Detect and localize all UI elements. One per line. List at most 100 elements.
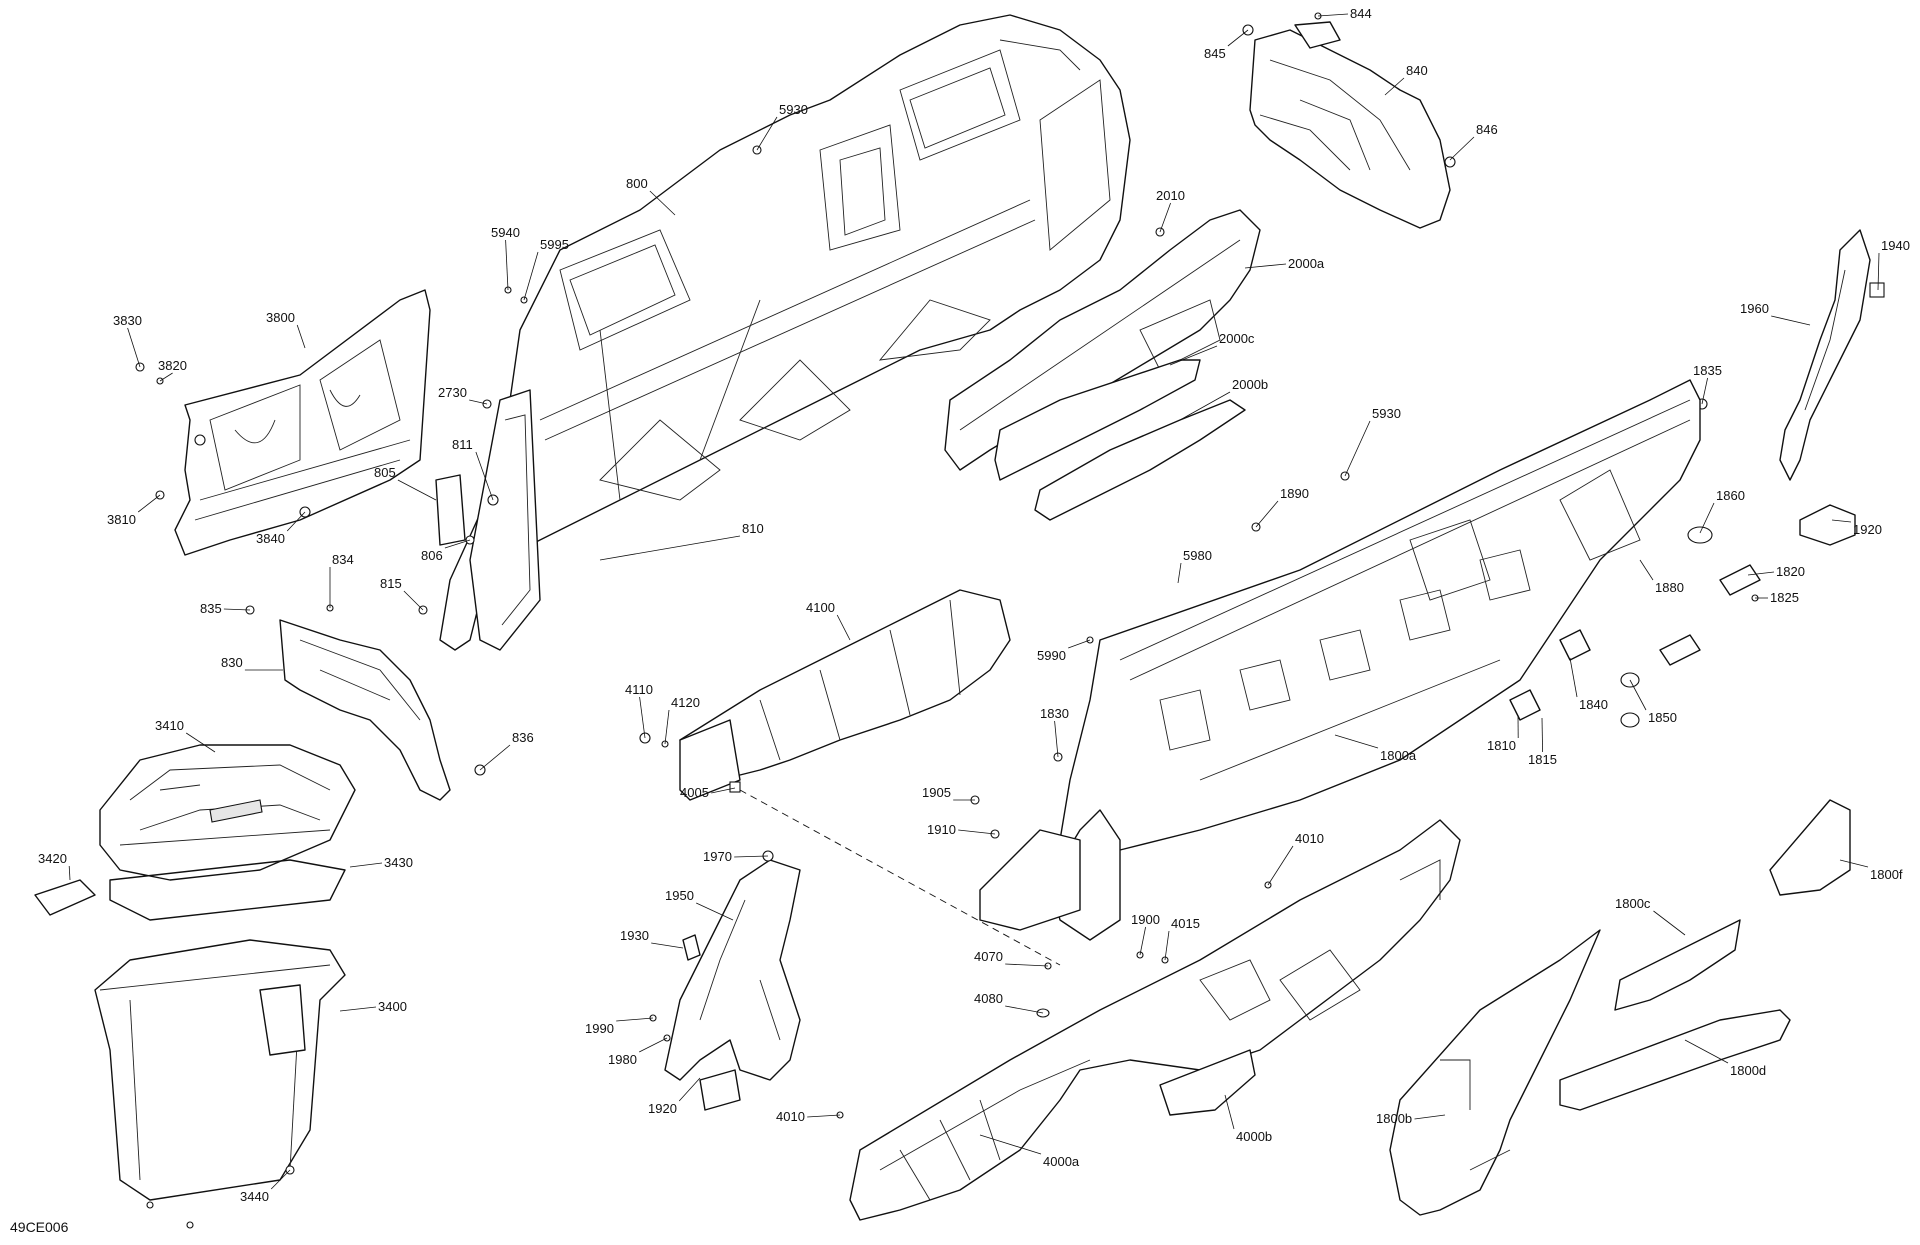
callout-4000b: 4000b — [1224, 1094, 1272, 1144]
leader-line — [1414, 1114, 1446, 1120]
part-3800-cover — [135, 289, 431, 556]
part-4000b — [1159, 1049, 1256, 1116]
leader-line — [1177, 562, 1182, 584]
part-2000-panels — [944, 209, 1261, 521]
callout-label: 1815 — [1528, 752, 1557, 767]
leader-line — [599, 535, 741, 561]
callout-4120: 4120 — [664, 695, 700, 745]
part-4000-lower-assembly — [836, 795, 1461, 1221]
callout-846: 846 — [1449, 122, 1498, 161]
callout-1910: 1910 — [927, 822, 996, 837]
callout-1835: 1835 — [1693, 363, 1722, 405]
callout-845: 845 — [1204, 29, 1249, 61]
leader-line — [734, 855, 769, 858]
callout-1800f: 1800f — [1839, 859, 1903, 882]
leader-line — [1384, 77, 1405, 96]
callout-3440: 3440 — [240, 1169, 291, 1204]
callout-label: 1830 — [1040, 706, 1069, 721]
leader-line — [185, 732, 216, 753]
callout-label: 4100 — [806, 600, 835, 615]
callout-1940: 1940 — [1877, 238, 1910, 291]
leader-line — [1068, 639, 1091, 649]
callout-label: 1920 — [648, 1101, 677, 1116]
callout-1900: 1900 — [1131, 912, 1160, 956]
callout-label: 1920 — [1853, 522, 1882, 537]
leader-line — [339, 1006, 377, 1012]
callout-label: 845 — [1204, 46, 1226, 61]
callout-label: 800 — [626, 176, 648, 191]
callout-label: 4010 — [776, 1109, 805, 1124]
callout-806: 806 — [421, 539, 471, 563]
leader-line — [223, 608, 251, 611]
callout-label: 4080 — [974, 991, 1003, 1006]
callout-label: 1900 — [1131, 912, 1160, 927]
leader-line — [475, 451, 494, 501]
leader-line — [1159, 202, 1171, 233]
callout-label: 2010 — [1156, 188, 1185, 203]
callout-label: 4005 — [680, 785, 709, 800]
leader-line — [1317, 13, 1349, 17]
callout-1860: 1860 — [1699, 488, 1745, 534]
leader-line — [1653, 910, 1686, 936]
callout-label: 3420 — [38, 851, 67, 866]
callout-1850: 1850 — [1629, 679, 1677, 725]
callout-labels: 844845840846593080020102000a594059953800… — [38, 6, 1910, 1204]
callout-1820: 1820 — [1747, 564, 1805, 579]
callout-label: 1890 — [1280, 486, 1309, 501]
leader-line — [159, 372, 173, 382]
leader-line — [444, 539, 471, 549]
part-3400-storage-bin — [34, 744, 356, 1229]
callout-label: 835 — [200, 601, 222, 616]
callout-label: 834 — [332, 552, 354, 567]
part-800-rear-panel — [439, 14, 1131, 651]
callout-1960: 1960 — [1740, 301, 1811, 326]
leader-line — [1224, 1094, 1235, 1130]
callout-836: 836 — [479, 730, 534, 771]
callout-1890: 1890 — [1255, 486, 1309, 528]
leader-line — [1541, 717, 1543, 753]
callout-1800c: 1800c — [1615, 896, 1686, 936]
callout-811: 811 — [452, 437, 494, 501]
callout-4100: 4100 — [806, 600, 851, 641]
leader-line — [1267, 845, 1294, 886]
callout-label: 1850 — [1648, 710, 1677, 725]
callout-label: 4120 — [671, 695, 700, 710]
callout-5990: 5990 — [1037, 639, 1091, 663]
callout-5930: 5930 — [756, 102, 808, 151]
leader-line — [979, 1134, 1042, 1155]
leader-line — [1639, 559, 1654, 581]
leader-line — [639, 696, 646, 739]
leader-line — [649, 190, 676, 216]
leader-line — [1771, 315, 1811, 326]
callout-label: 1800b — [1376, 1111, 1412, 1126]
callout-3830: 3830 — [113, 313, 142, 368]
callout-label: 3840 — [256, 531, 285, 546]
callout-1970: 1970 — [703, 849, 769, 864]
callout-label: 4070 — [974, 949, 1003, 964]
leader-line — [1684, 1039, 1729, 1064]
figure-reference: 49CE006 — [10, 1219, 69, 1235]
callout-4070: 4070 — [974, 949, 1049, 967]
callout-label: 5930 — [779, 102, 808, 117]
callout-3400: 3400 — [339, 999, 407, 1014]
callout-3410: 3410 — [155, 718, 216, 753]
callout-label: 1820 — [1776, 564, 1805, 579]
callout-label: 4015 — [1171, 916, 1200, 931]
leader-line — [1334, 734, 1379, 749]
leader-line — [1629, 679, 1647, 711]
callout-2010: 2010 — [1156, 188, 1185, 233]
callout-label: 3810 — [107, 512, 136, 527]
callout-label: 3820 — [158, 358, 187, 373]
leader-line — [1179, 391, 1231, 421]
leader-line — [1139, 926, 1146, 956]
callout-2730: 2730 — [438, 385, 488, 405]
callout-label: 5930 — [1372, 406, 1401, 421]
center-left-hardware — [418, 145, 762, 615]
leader-line — [68, 865, 71, 881]
callout-1810: 1810 — [1487, 714, 1519, 753]
callout-label: 1800d — [1730, 1063, 1766, 1078]
leader-line — [137, 494, 161, 513]
leader-line — [958, 829, 996, 835]
callout-1950: 1950 — [665, 888, 734, 921]
